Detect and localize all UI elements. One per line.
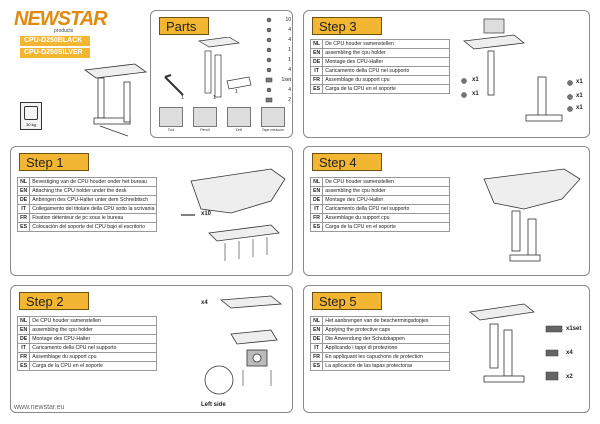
tool-label: Tape measure <box>261 128 285 132</box>
parts-panel: Parts 1 1 1 10 4 4 1 1 4 1set 4 2 Tool P… <box>150 10 293 138</box>
step-5-qty-label: x4 <box>566 350 573 356</box>
hardware-list: 10 4 4 1 1 4 1set 4 2 <box>263 17 291 105</box>
parts-title: Parts <box>159 17 209 35</box>
hardware-qty: 2 <box>288 97 291 103</box>
logo-subtext: products <box>54 28 74 34</box>
tape-measure-icon <box>261 107 285 127</box>
brand-logo: NEWSTAR products <box>14 8 108 34</box>
screw-icons <box>265 17 273 103</box>
step-5-illustration <box>469 303 563 383</box>
hardware-qty: 1 <box>288 57 291 63</box>
step-3-qty-label: x1 <box>472 91 479 97</box>
step-3-qty-label: x1 <box>576 79 583 85</box>
hardware-qty: 4 <box>288 87 291 93</box>
step-3-illustration <box>461 18 573 122</box>
item-qty-1: 1 <box>213 95 216 101</box>
hardware-qty: 1 <box>288 47 291 53</box>
step-5-qty-label: x2 <box>566 374 573 380</box>
step-5-title: Step 5 <box>312 292 382 310</box>
hardware-qty: 10 <box>285 17 291 23</box>
step-2-title: Step 2 <box>19 292 89 310</box>
hardware-qty: 4 <box>288 67 291 73</box>
step-2-side-label: Left side <box>201 402 226 408</box>
hardware-qty: 4 <box>288 27 291 33</box>
logo-text: NEWSTAR <box>14 8 108 30</box>
weight-icon <box>24 106 38 120</box>
step-3-qty-label: x1 <box>472 77 479 83</box>
tool-label: Drill <box>235 128 243 132</box>
product-illustration <box>83 63 148 137</box>
step-4-illustration <box>483 168 581 262</box>
drill-icon <box>227 107 251 127</box>
model-label-black: CPU-D250BLACK <box>20 36 90 46</box>
step-2-qty-label: x4 <box>201 300 208 306</box>
step-2-illustration <box>204 295 283 395</box>
weight-badge: 30 kg <box>20 102 42 130</box>
parts-illustration <box>164 37 252 98</box>
hardware-qty: 4 <box>288 37 291 43</box>
step-1-illustration <box>181 168 286 261</box>
tool-label: Pencil <box>200 128 210 132</box>
step-1-title: Step 1 <box>19 153 89 171</box>
step-3-qty-label: x1 <box>576 105 583 111</box>
step-3-title: Step 3 <box>312 17 382 35</box>
pencil-icon <box>193 107 217 127</box>
step-1-qty-label: x10 <box>201 211 212 217</box>
hardware-qty: 1set <box>281 77 291 83</box>
step-5-qty-label: x1set <box>566 326 582 332</box>
website-url: www.newstar.eu <box>14 404 65 411</box>
item-qty-2: 1 <box>181 95 184 101</box>
weight-value: 30 kg <box>26 122 36 127</box>
tool-label: Tool <box>167 128 175 132</box>
item-qty-3: 1 <box>235 89 238 95</box>
step-4-title: Step 4 <box>312 153 382 171</box>
step-3-qty-label: x1 <box>576 93 583 99</box>
tool-icon <box>159 107 183 127</box>
model-label-silver: CPU-D250SILVER <box>20 48 90 58</box>
